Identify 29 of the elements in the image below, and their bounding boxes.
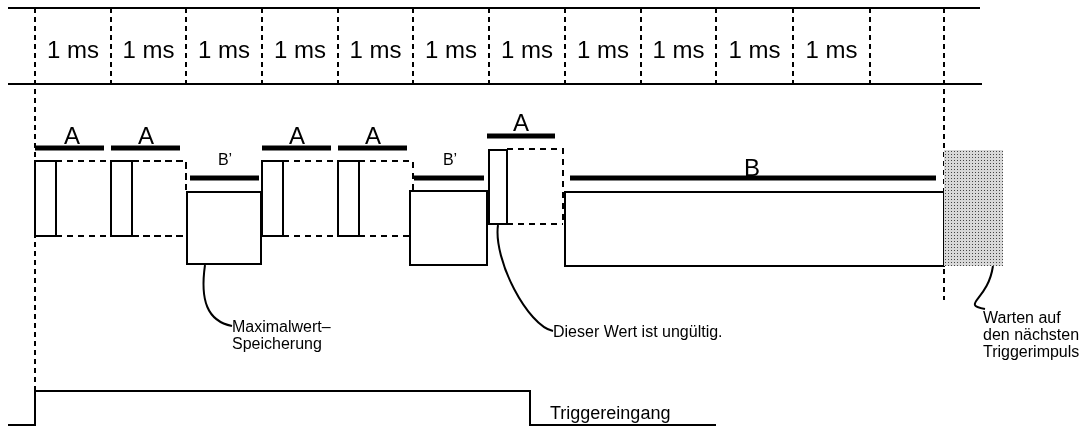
time-interval-label: 1 ms [805,38,858,62]
phase-label: A [365,124,381,148]
pulse-rect [186,191,262,265]
phase-label: A [513,111,529,135]
time-interval-label: 1 ms [122,38,175,62]
callout-text: Warten auf den nächsten Triggerimpuls [983,309,1083,360]
pulse-rect [488,149,508,225]
phase-label: A [64,124,80,148]
time-interval-label: 1 ms [349,38,402,62]
callout-text: Dieser Wert ist ungültig. [553,323,753,340]
leader-line [973,265,994,310]
phase-label: B [744,156,760,180]
time-interval-label: 1 ms [501,38,553,62]
time-interval-label: 1 ms [728,38,781,62]
time-interval-label: 1 ms [198,38,250,62]
callout-text: Maximalwert– Speicherung [232,318,352,352]
phase-label: B’ [442,152,458,168]
phase-label: B’ [217,152,233,168]
time-interval-label: 1 ms [274,38,326,62]
phase-label: A [138,124,154,148]
phase-label: A [289,124,305,148]
leader-line [496,224,554,332]
signal-label: Triggereingang [550,404,671,422]
time-interval-label: 1 ms [425,38,477,62]
leader-line [202,264,233,327]
time-interval-label: 1 ms [652,38,705,62]
shaded-region [944,150,1003,266]
time-interval-label: 1 ms [47,38,99,62]
time-interval-label: 1 ms [577,38,629,62]
